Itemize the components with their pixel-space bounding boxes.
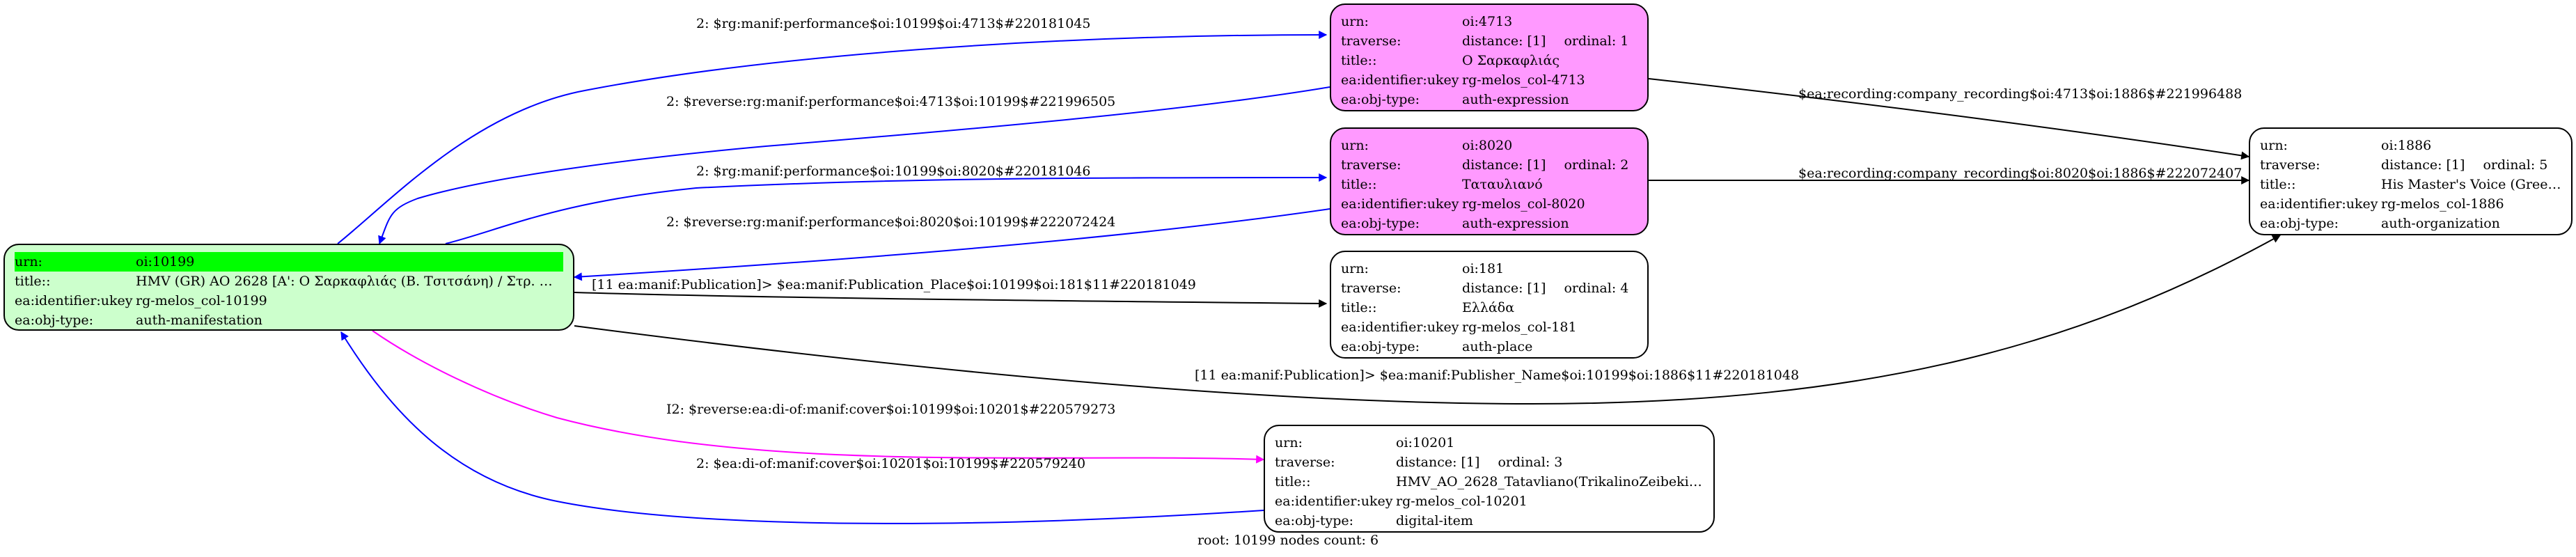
traverse-value: distance: [1] [1396, 455, 1480, 470]
node-10199[interactable]: urn: oi:10199 title:: HMV (GR) AO 2628 [… [3, 244, 574, 331]
type-key: ea:obj-type: [1341, 216, 1420, 231]
node-4713[interactable]: urn: oi:4713 traverse: distance: [1] ordina… [1330, 3, 1649, 111]
edge-e6 [574, 235, 2282, 405]
type-value: auth-expression [1462, 92, 1569, 107]
ukey-key: ea:identifier:ukey [1341, 196, 1459, 212]
type-key: ea:obj-type: [15, 313, 94, 328]
traverse-key: traverse: [1275, 455, 1335, 470]
traverse-key: traverse: [2260, 157, 2320, 173]
ukey-key: ea:identifier:ukey [15, 293, 133, 308]
edge-e1 [337, 31, 1328, 244]
traverse-value: distance: [1] [1462, 281, 1546, 296]
ordinal-value: ordinal: 5 [2483, 157, 2548, 173]
ordinal-value: ordinal: 2 [1564, 157, 1629, 173]
ukey-value: rg-melos_col-1886 [2381, 196, 2504, 212]
title-key: title:: [15, 274, 51, 289]
type-key: ea:obj-type: [1341, 339, 1420, 354]
title-row: title:: HMV (GR) AO 2628 [A': Ο Σαρκαφλι… [15, 272, 563, 291]
title-value: Ελλάδα [1462, 300, 1515, 315]
urn-value: oi:10201 [1396, 435, 1455, 450]
type-value: auth-place [1462, 339, 1533, 354]
edge-e5 [574, 292, 1328, 308]
edge-label-e2: 2: $reverse:rg:manif:performance$oi:4713… [666, 94, 1115, 109]
edge-label-e1: 2: $rg:manif:performance$oi:10199$oi:471… [696, 16, 1090, 31]
ordinal-value: ordinal: 4 [1564, 281, 1629, 296]
edge-label-e5: [11 ea:manif:Publication]> $ea:manif:Pub… [592, 277, 1196, 292]
traverse-value: distance: [1] [1462, 157, 1546, 173]
node-181[interactable]: urn: oi:181 traverse: distance: [1] ordinal… [1330, 251, 1649, 359]
type-row: ea:obj-type: auth-manifestation [15, 311, 563, 330]
edge-label-e10: $ea:recording:company_recording$oi:8020$… [1798, 166, 2242, 181]
title-key: title:: [1341, 300, 1377, 315]
edge-e8 [340, 331, 1264, 524]
type-key: ea:obj-type: [1275, 513, 1354, 528]
ukey-key: ea:identifier:ukey [1341, 320, 1459, 335]
edge-label-e7: I2: $reverse:ea:di-of:manif:cover$oi:101… [666, 402, 1115, 417]
urn-key: urn: [1275, 435, 1303, 450]
edge-label-e3: 2: $rg:manif:performance$oi:10199$oi:802… [696, 164, 1090, 179]
ukey-value: rg-melos_col-10201 [1396, 494, 1527, 509]
edge-label-e4: 2: $reverse:rg:manif:performance$oi:8020… [666, 214, 1115, 230]
urn-value: oi:1886 [2381, 138, 2432, 153]
edge-e3 [445, 173, 1328, 244]
traverse-value: distance: [1] [1462, 33, 1546, 49]
edge-e7 [372, 330, 1265, 464]
urn-value: oi:4713 [1462, 14, 1513, 29]
ordinal-value: ordinal: 1 [1564, 33, 1629, 49]
urn-value: oi:10199 [136, 254, 195, 269]
node-1886[interactable]: urn: oi:1886 traverse: distance: [1] ordina… [2249, 127, 2573, 235]
traverse-key: traverse: [1341, 281, 1401, 296]
node-8020[interactable]: urn: oi:8020 traverse: distance: [1] ordina… [1330, 127, 1649, 235]
title-value: HMV_AO_2628_Tatavliano(TrikalinoZeibekik… [1396, 474, 1704, 489]
edge-label-e9: $ea:recording:company_recording$oi:4713$… [1798, 86, 2242, 102]
urn-value: oi:181 [1462, 261, 1505, 276]
title-key: title:: [1341, 53, 1377, 68]
title-key: title:: [1275, 474, 1311, 489]
ukey-key: ea:identifier:ukey [2260, 196, 2378, 212]
edge-e4 [573, 208, 1330, 281]
traverse-value: distance: [1] [2381, 157, 2465, 173]
title-value: HMV (GR) AO 2628 [A': Ο Σαρκαφλιάς (Β. Τ… [136, 274, 563, 289]
type-value: auth-manifestation [136, 313, 262, 328]
urn-key: urn: [1341, 14, 1369, 29]
ukey-key: ea:identifier:ukey [1275, 494, 1393, 509]
urn-value: oi:8020 [1462, 138, 1513, 153]
ukey-value: rg-melos_col-10199 [136, 293, 267, 308]
urn-key: urn: [15, 254, 42, 269]
graph-caption: root: 10199 nodes count: 6 [1197, 533, 1379, 548]
traverse-key: traverse: [1341, 157, 1401, 173]
urn-key: urn: [2260, 138, 2288, 153]
type-value: auth-organization [2381, 216, 2500, 231]
ukey-key: ea:identifier:ukey [1341, 72, 1459, 88]
urn-row: urn: oi:10199 [15, 252, 563, 272]
node-10201[interactable]: urn: oi:10201 traverse: distance: [1] ordin… [1264, 425, 1715, 533]
urn-key: urn: [1341, 138, 1369, 153]
title-key: title:: [1341, 177, 1377, 192]
type-value: digital-item [1396, 513, 1473, 528]
title-value: Ο Σαρκαφλιάς [1462, 53, 1560, 68]
ukey-value: rg-melos_col-4713 [1462, 72, 1585, 88]
type-key: ea:obj-type: [2260, 216, 2339, 231]
edge-e2 [378, 86, 1330, 245]
traverse-key: traverse: [1341, 33, 1401, 49]
ukey-value: rg-melos_col-8020 [1462, 196, 1585, 212]
ordinal-value: ordinal: 3 [1498, 455, 1563, 470]
title-value: His Master's Voice (Greece) [2381, 177, 2561, 192]
urn-key: urn: [1341, 261, 1369, 276]
title-value: Ταταυλιανό [1462, 177, 1543, 192]
edge-e9 [1648, 78, 2250, 160]
type-key: ea:obj-type: [1341, 92, 1420, 107]
ukey-value: rg-melos_col-181 [1462, 320, 1577, 335]
title-key: title:: [2260, 177, 2296, 192]
type-value: auth-expression [1462, 216, 1569, 231]
edge-label-e6: [11 ea:manif:Publication]> $ea:manif:Pub… [1195, 368, 1799, 383]
ukey-row: ea:identifier:ukey rg-melos_col-10199 [15, 291, 563, 311]
edge-label-e8: 2: $ea:di-of:manif:cover$oi:10201$oi:101… [696, 456, 1085, 471]
